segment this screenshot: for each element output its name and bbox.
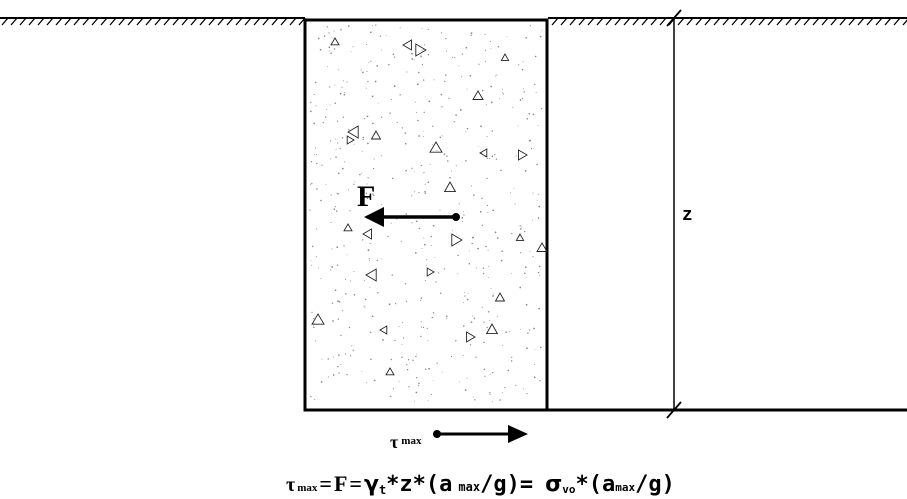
shear-symbol: τ: [390, 432, 399, 452]
depth-label: z: [682, 206, 693, 226]
formula-lhs: τ: [286, 474, 295, 496]
formula-term2-end: /g): [635, 472, 675, 497]
formula-gamma: γ: [364, 472, 379, 497]
formula-sigma-sub: vo: [562, 483, 576, 496]
formula-sigma: σ: [545, 472, 562, 497]
shear-subscript: max: [401, 435, 422, 447]
formula-amax2-sub: max: [615, 481, 635, 494]
aggregate-symbols: [311, 37, 548, 376]
depth-dimension: [666, 9, 682, 419]
formula-eq1: =: [319, 471, 332, 496]
ground-surface-right: [548, 17, 907, 26]
soil-texture: [309, 24, 543, 403]
shear-arrow: [433, 425, 528, 443]
formula-term2: *(a: [575, 472, 615, 497]
formula-amax-sub: max: [458, 480, 480, 494]
formula-lhs-sub: max: [297, 482, 318, 494]
formula-term1-end: /g)=: [480, 472, 533, 497]
ground-surface-left: [0, 17, 306, 26]
force-label: F: [357, 180, 375, 213]
soil-column: [303, 18, 549, 412]
formula-term1: *z*(a: [386, 472, 452, 497]
force-arrow: [364, 207, 460, 227]
formula-eq2: =: [349, 471, 362, 496]
formula-gamma-sub: t: [379, 483, 386, 497]
formula-F: F: [334, 471, 347, 496]
